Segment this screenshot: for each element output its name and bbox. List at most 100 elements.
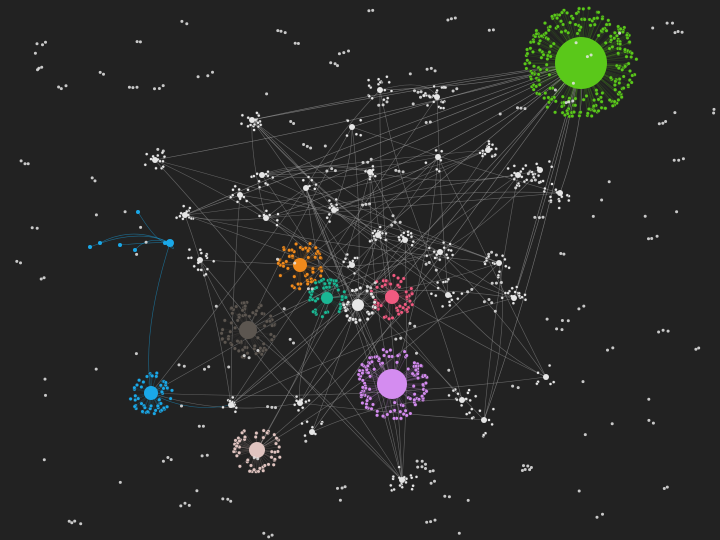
isolated-node[interactable] [490, 250, 494, 254]
leaf-node[interactable] [354, 287, 359, 292]
leaf-node[interactable] [560, 110, 565, 115]
isolated-node[interactable] [282, 307, 286, 311]
leaf-node[interactable] [523, 293, 527, 297]
leaf-node[interactable] [371, 231, 375, 235]
isolated-node[interactable] [428, 469, 432, 473]
isolated-node[interactable] [23, 162, 27, 166]
leaf-node[interactable] [534, 31, 539, 36]
leaf-node[interactable] [544, 67, 549, 72]
leaf-node[interactable] [233, 184, 237, 189]
isolated-node[interactable] [490, 301, 494, 305]
isolated-node[interactable] [305, 144, 309, 148]
isolated-node[interactable] [205, 453, 209, 457]
leaf-node[interactable] [377, 356, 382, 361]
isolated-node[interactable] [665, 21, 669, 25]
isolated-component[interactable] [361, 157, 373, 164]
isolated-node[interactable] [680, 30, 684, 34]
isolated-component[interactable] [526, 172, 530, 176]
isolated-node[interactable] [424, 121, 428, 124]
leaf-node[interactable] [448, 303, 452, 308]
isolated-node[interactable] [394, 168, 398, 172]
isolated-node[interactable] [419, 95, 422, 99]
leaf-node[interactable] [368, 239, 372, 244]
leaf-node[interactable] [626, 83, 631, 88]
leaf-node[interactable] [261, 435, 266, 440]
leaf-node[interactable] [242, 195, 246, 199]
isolated-node[interactable] [42, 458, 46, 462]
isolated-node[interactable] [33, 51, 37, 55]
isolated-component[interactable] [673, 111, 677, 115]
leaf-node[interactable] [470, 416, 474, 420]
leaf-node[interactable] [281, 264, 286, 269]
leaf-node[interactable] [320, 314, 325, 319]
leaf-node[interactable] [230, 311, 235, 316]
leaf-node[interactable] [424, 389, 429, 394]
hub-node-gray[interactable] [352, 299, 364, 311]
isolated-component[interactable] [408, 72, 412, 76]
leaf-node[interactable] [265, 430, 270, 435]
leaf-node[interactable] [612, 30, 617, 35]
leaf-node[interactable] [375, 285, 380, 290]
leaf-node[interactable] [436, 286, 440, 290]
isolated-node[interactable] [697, 346, 701, 350]
isolated-component[interactable] [37, 66, 41, 70]
leaf-node[interactable] [375, 409, 380, 414]
leaf-node[interactable] [272, 334, 277, 339]
leaf-node[interactable] [565, 193, 569, 197]
leaf-node[interactable] [589, 113, 594, 118]
isolated-node[interactable] [177, 363, 181, 367]
small-hub-node[interactable] [543, 374, 549, 380]
isolated-node[interactable] [583, 433, 587, 437]
leaf-node[interactable] [516, 181, 521, 186]
isolated-node[interactable] [655, 234, 659, 238]
leaf-node[interactable] [525, 178, 529, 182]
isolated-node[interactable] [262, 531, 266, 535]
leaf-node[interactable] [145, 409, 150, 414]
isolated-component[interactable] [560, 319, 570, 323]
leaf-node[interactable] [305, 420, 309, 424]
isolated-node[interactable] [516, 386, 520, 390]
hub-node-taupe[interactable] [239, 321, 257, 339]
leaf-node[interactable] [310, 425, 315, 429]
leaf-node[interactable] [413, 368, 418, 373]
leaf-node[interactable] [301, 178, 305, 182]
isolated-component[interactable] [282, 307, 286, 311]
leaf-node[interactable] [592, 98, 597, 103]
isolated-node[interactable] [514, 186, 518, 190]
isolated-node[interactable] [399, 336, 403, 340]
leaf-node[interactable] [527, 60, 532, 65]
leaf-node[interactable] [439, 158, 443, 163]
leaf-node[interactable] [367, 83, 371, 88]
isolated-node[interactable] [457, 531, 461, 535]
isolated-component[interactable] [30, 226, 39, 230]
leaf-node[interactable] [384, 278, 389, 283]
leaf-node[interactable] [301, 406, 305, 410]
isolated-node[interactable] [270, 533, 274, 537]
leaf-node[interactable] [610, 103, 615, 108]
isolated-node[interactable] [712, 111, 716, 115]
isolated-component[interactable] [577, 489, 581, 493]
leaf-node[interactable] [290, 283, 295, 288]
leaf-node[interactable] [365, 398, 370, 403]
leaf-node[interactable] [629, 80, 634, 85]
isolated-node[interactable] [197, 424, 201, 428]
leaf-node[interactable] [369, 292, 374, 297]
leaf-node[interactable] [411, 484, 415, 488]
leaf-node[interactable] [441, 280, 446, 284]
leaf-node[interactable] [247, 469, 252, 474]
isolated-node[interactable] [229, 499, 233, 503]
leaf-node[interactable] [330, 204, 334, 208]
isolated-component[interactable] [428, 469, 435, 473]
leaf-node[interactable] [234, 453, 239, 458]
leaf-node[interactable] [397, 304, 402, 309]
leaf-node[interactable] [199, 251, 204, 255]
isolated-node[interactable] [367, 9, 371, 13]
leaf-node[interactable] [424, 160, 428, 165]
leaf-node[interactable] [385, 75, 389, 79]
leaf-node[interactable] [220, 336, 225, 341]
isolated-node[interactable] [443, 494, 447, 498]
leaf-node[interactable] [577, 6, 582, 11]
leaf-node[interactable] [397, 465, 401, 469]
leaf-node[interactable] [158, 401, 163, 406]
leaf-node[interactable] [401, 305, 406, 310]
